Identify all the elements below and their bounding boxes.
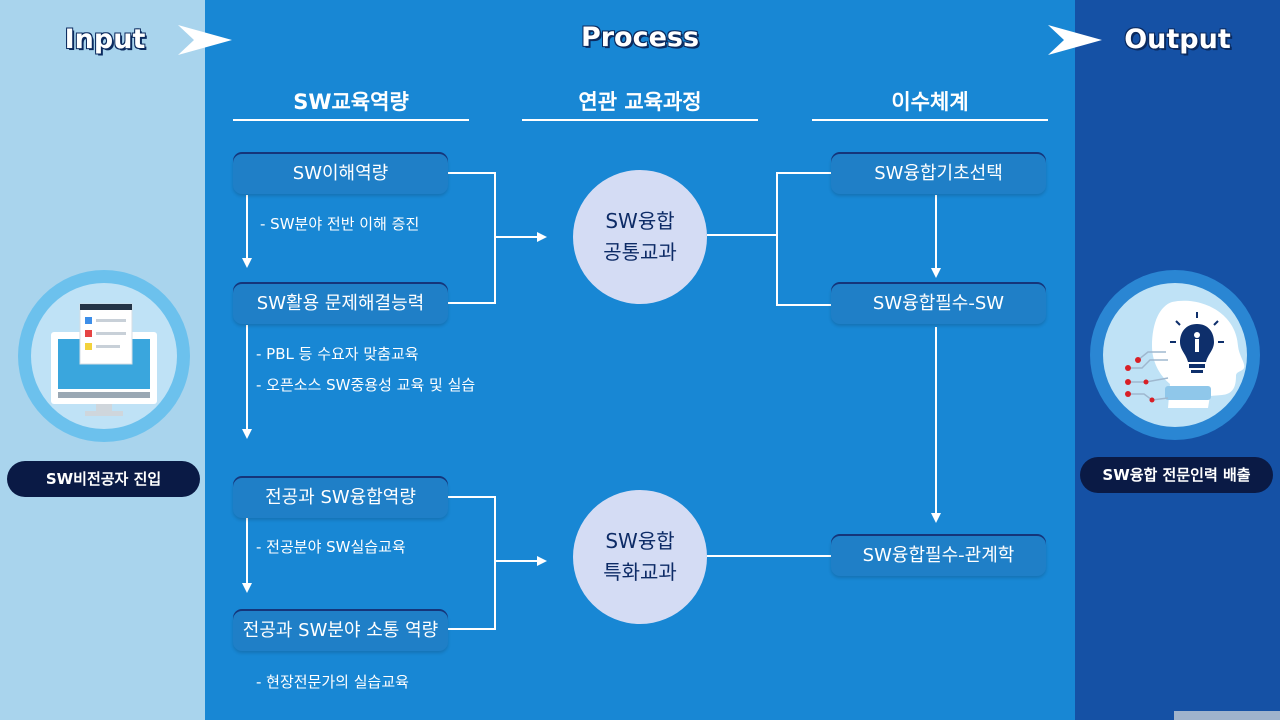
column-heading-track: 이수체계 bbox=[891, 90, 969, 114]
competency-note: - SW분야 전반 이해 증진 bbox=[260, 215, 420, 233]
competency-pill: SW이해역량 bbox=[233, 154, 448, 194]
competency-pill: 전공과 SW융합역량 bbox=[233, 478, 448, 518]
course-line: 특화교과 bbox=[603, 560, 677, 584]
column-rule-competency bbox=[233, 119, 469, 121]
column-rule-track bbox=[812, 119, 1048, 121]
track-pill: SW융합필수-관계학 bbox=[831, 536, 1046, 576]
column-heading-courses: 연관 교육과정 bbox=[578, 90, 702, 114]
input-heading: Input bbox=[64, 24, 146, 55]
process-heading: Process bbox=[580, 22, 700, 53]
output-heading: Output bbox=[1124, 24, 1231, 55]
column-heading-competency: SW교육역량 bbox=[293, 90, 409, 114]
competency-pill: 전공과 SW분야 소통 역량 bbox=[233, 611, 448, 651]
competency-note: - PBL 등 수요자 맞춤교육 bbox=[256, 345, 419, 363]
course-line: 공통교과 bbox=[603, 240, 677, 264]
course-line: SW융합 bbox=[605, 529, 675, 553]
corner-patch bbox=[1174, 711, 1280, 720]
course-line: SW융합 bbox=[605, 209, 675, 233]
competency-note: - 오픈소스 SW중용성 교육 및 실습 bbox=[256, 376, 476, 394]
track-pill: SW융합필수-SW bbox=[831, 284, 1046, 324]
competency-note: - 현장전문가의 실습교육 bbox=[256, 673, 409, 691]
competency-note: - 전공분야 SW실습교육 bbox=[256, 538, 406, 556]
output-badge: SW융합 전문인력 배출 bbox=[1080, 457, 1273, 493]
track-pill: SW융합기초선택 bbox=[831, 154, 1046, 194]
course-circle-special: SW융합 특화교과 bbox=[573, 490, 707, 624]
course-circle-common: SW융합 공통교과 bbox=[573, 170, 707, 304]
input-badge: SW비전공자 진입 bbox=[7, 461, 200, 497]
competency-pill: SW활용 문제해결능력 bbox=[233, 284, 448, 324]
column-rule-courses bbox=[522, 119, 758, 121]
